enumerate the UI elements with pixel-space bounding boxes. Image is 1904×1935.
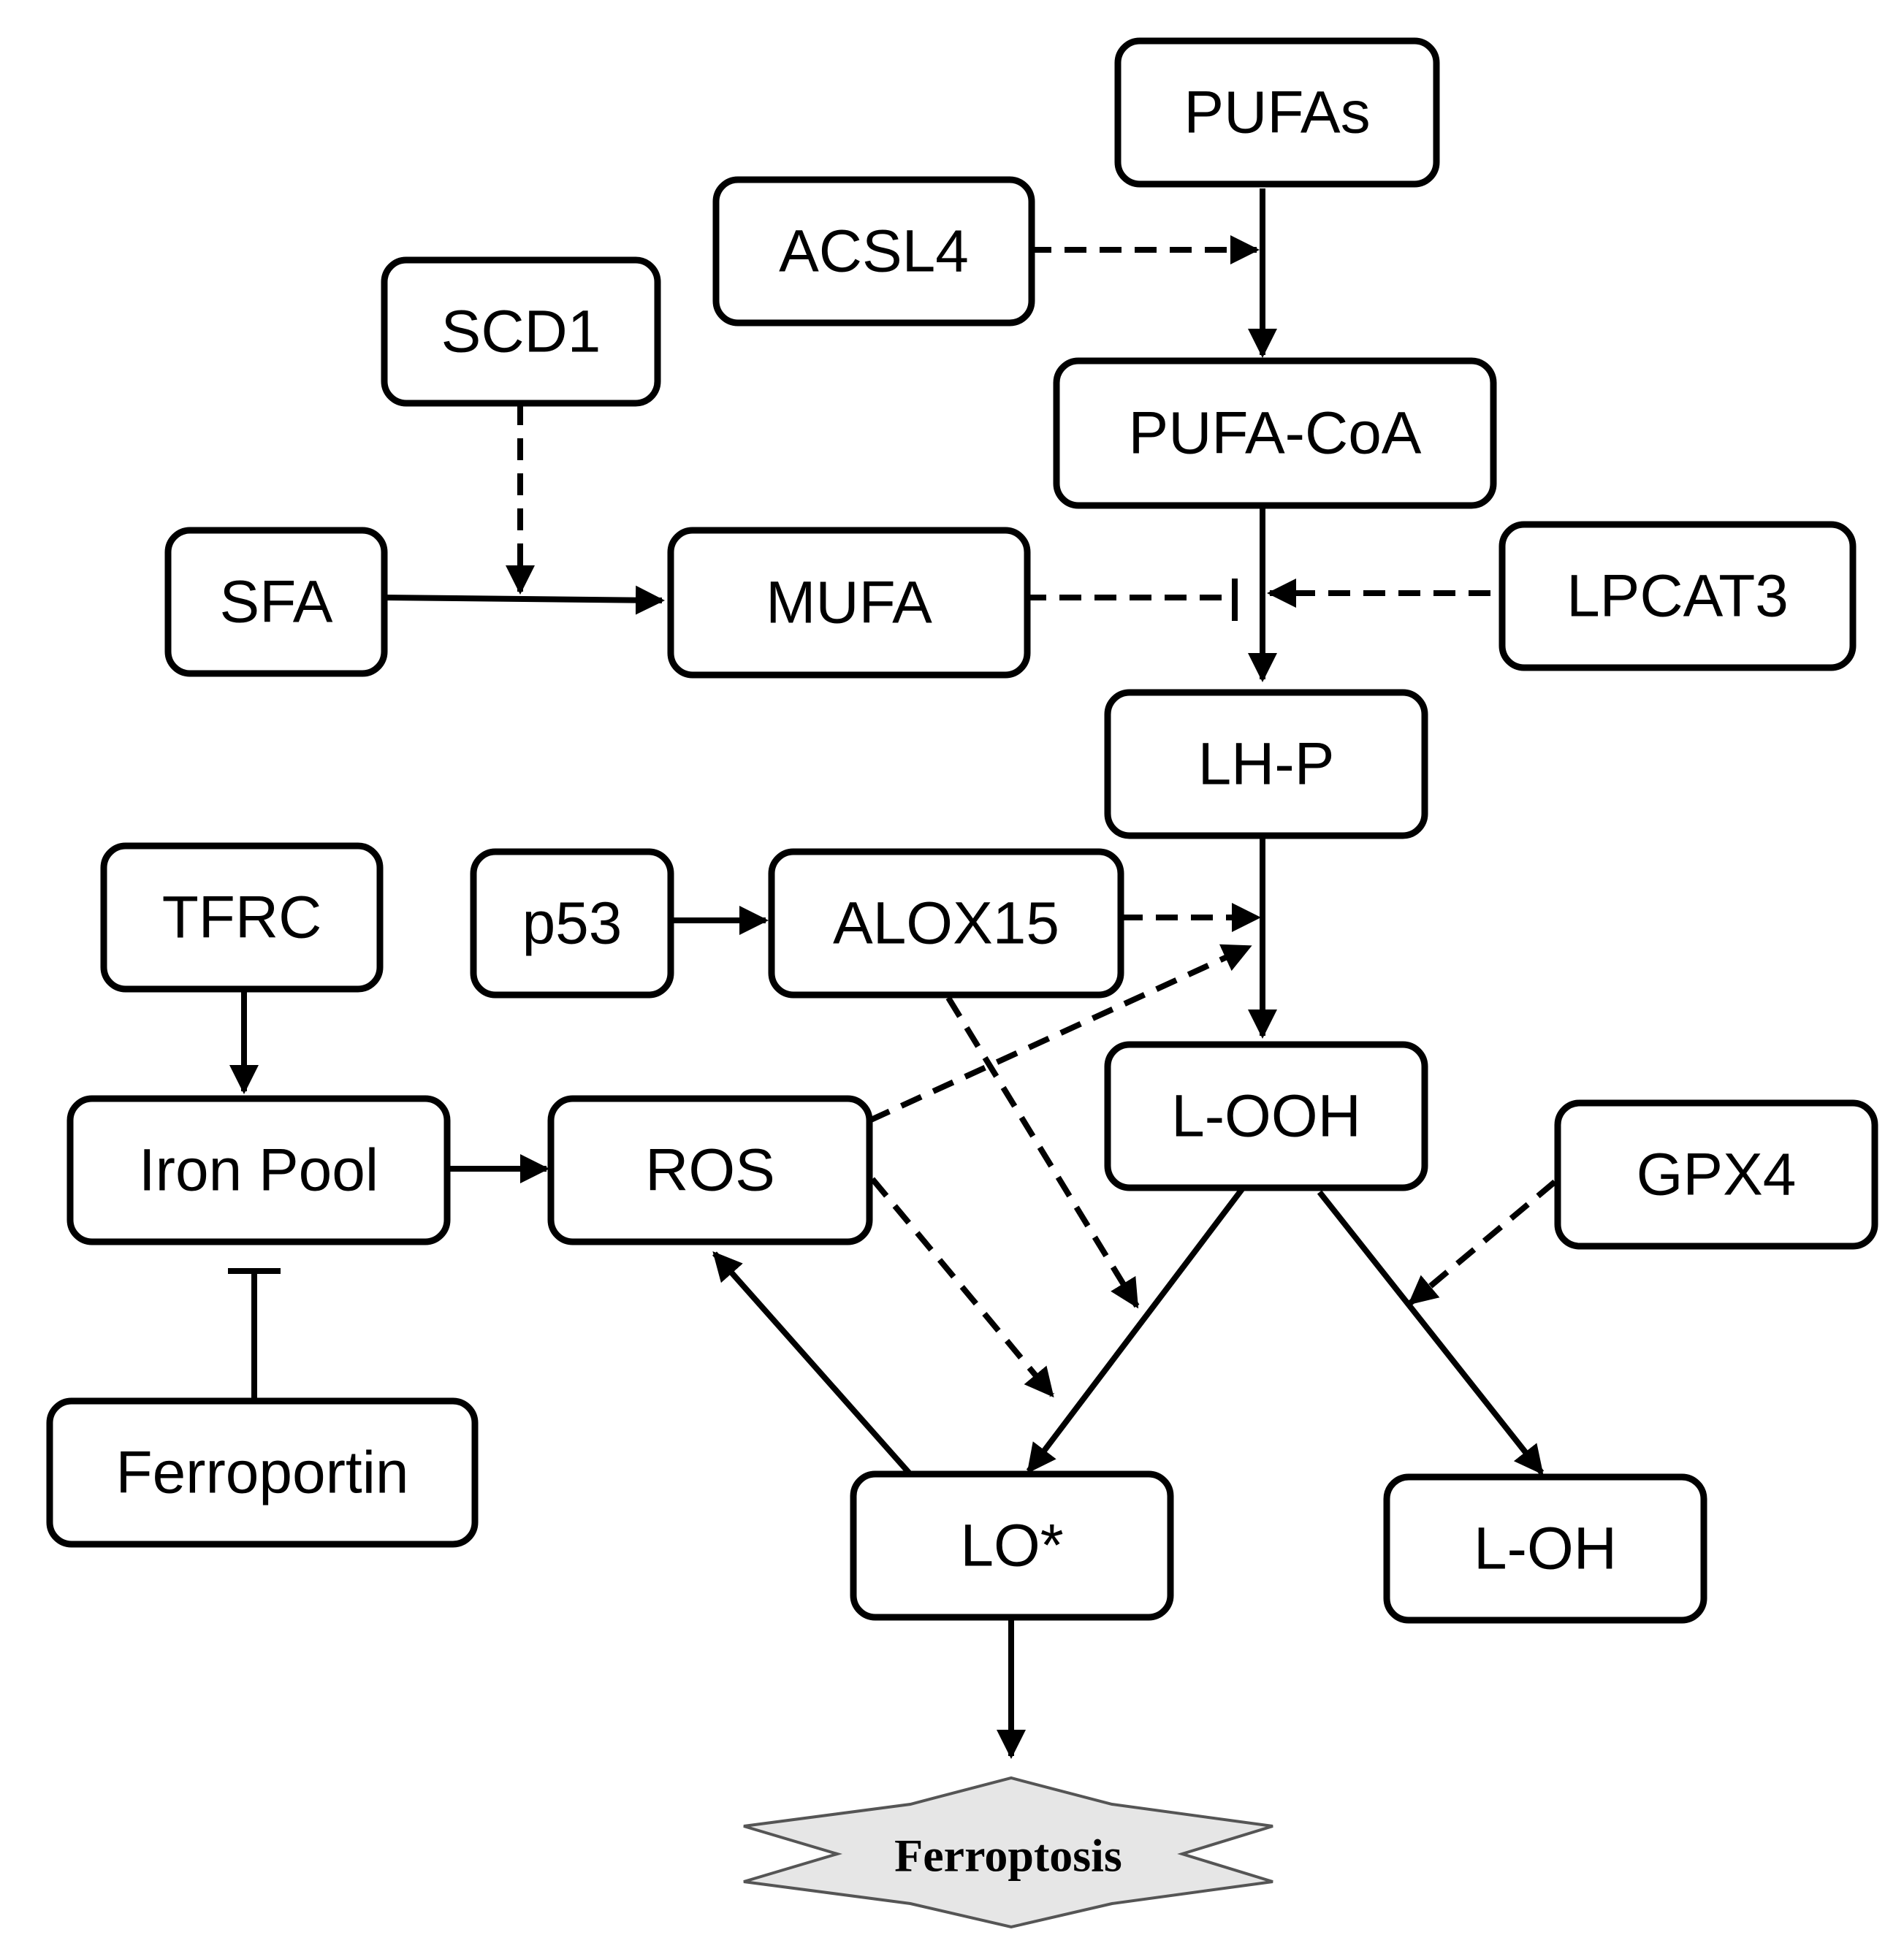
- node-acsl4: ACSL4: [712, 176, 1035, 327]
- node-label: SFA: [220, 569, 333, 636]
- node-alox15: ALOX15: [768, 848, 1124, 999]
- edge-sfa-to-mufa: [384, 585, 665, 615]
- edge-l-ooh-to-l-oh: [1317, 1190, 1545, 1476]
- node-label: TFRC: [162, 885, 322, 951]
- node-ferroportin: Ferroportin: [46, 1397, 479, 1548]
- node-label: LPCAT3: [1566, 563, 1789, 630]
- node-ros: ROS: [547, 1095, 873, 1245]
- node-label: ALOX15: [833, 890, 1059, 957]
- edges-layer: [228, 188, 1557, 1759]
- node-lh-p: LH-P: [1104, 689, 1428, 839]
- ferroptosis-label: Ferroptosis: [894, 1830, 1122, 1882]
- terminal-ferroptosis: Ferroptosis: [743, 1776, 1273, 1929]
- node-lo-star: LO*: [850, 1470, 1174, 1621]
- node-l-ooh: L-OOH: [1104, 1041, 1428, 1191]
- node-gpx4: GPX4: [1554, 1099, 1878, 1250]
- node-label: MUFA: [766, 570, 932, 636]
- node-pufa-coa: PUFA-CoA: [1053, 357, 1497, 509]
- edge-ros-to-l-ooh-conversion: [869, 1177, 1055, 1398]
- node-label: ROS: [645, 1137, 775, 1204]
- edge-lo-star-to-ros: [712, 1251, 911, 1475]
- node-label: GPX4: [1637, 1142, 1797, 1208]
- node-label: L-OH: [1474, 1516, 1617, 1582]
- node-pufas: PUFAs: [1114, 37, 1440, 188]
- ferroptosis-star-shape: [743, 1776, 1273, 1929]
- edge-l-ooh-to-lo-star: [1026, 1187, 1245, 1474]
- node-label: PUFAs: [1184, 80, 1370, 146]
- node-lpcat3: LPCAT3: [1499, 521, 1857, 671]
- edge-gpx4-to-l-ooh-conversion: [1407, 1179, 1557, 1306]
- node-label: LH-P: [1198, 731, 1335, 798]
- node-scd1: SCD1: [381, 256, 661, 407]
- node-mufa: MUFA: [667, 527, 1031, 679]
- node-label: SCD1: [441, 299, 601, 365]
- node-iron-pool: Iron Pool: [66, 1095, 451, 1245]
- node-tfrc: TFRC: [100, 842, 384, 993]
- node-label: LO*: [960, 1513, 1063, 1579]
- node-label: Ferroportin: [115, 1440, 408, 1506]
- node-p53: p53: [470, 848, 674, 999]
- node-label: Iron Pool: [139, 1137, 378, 1204]
- nodes-layer: PUFAs ACSL4 SCD1 PUFA-CoA SFA MUFA LPCAT…: [46, 37, 1878, 1624]
- node-label: ACSL4: [779, 218, 969, 285]
- node-label: L-OOH: [1171, 1083, 1361, 1150]
- node-sfa: SFA: [164, 527, 388, 677]
- node-l-oh: L-OH: [1383, 1473, 1707, 1624]
- edge-alox15-to-l-ooh-conversion: [945, 996, 1140, 1309]
- node-label: PUFA-CoA: [1129, 400, 1422, 467]
- node-label: p53: [522, 890, 622, 957]
